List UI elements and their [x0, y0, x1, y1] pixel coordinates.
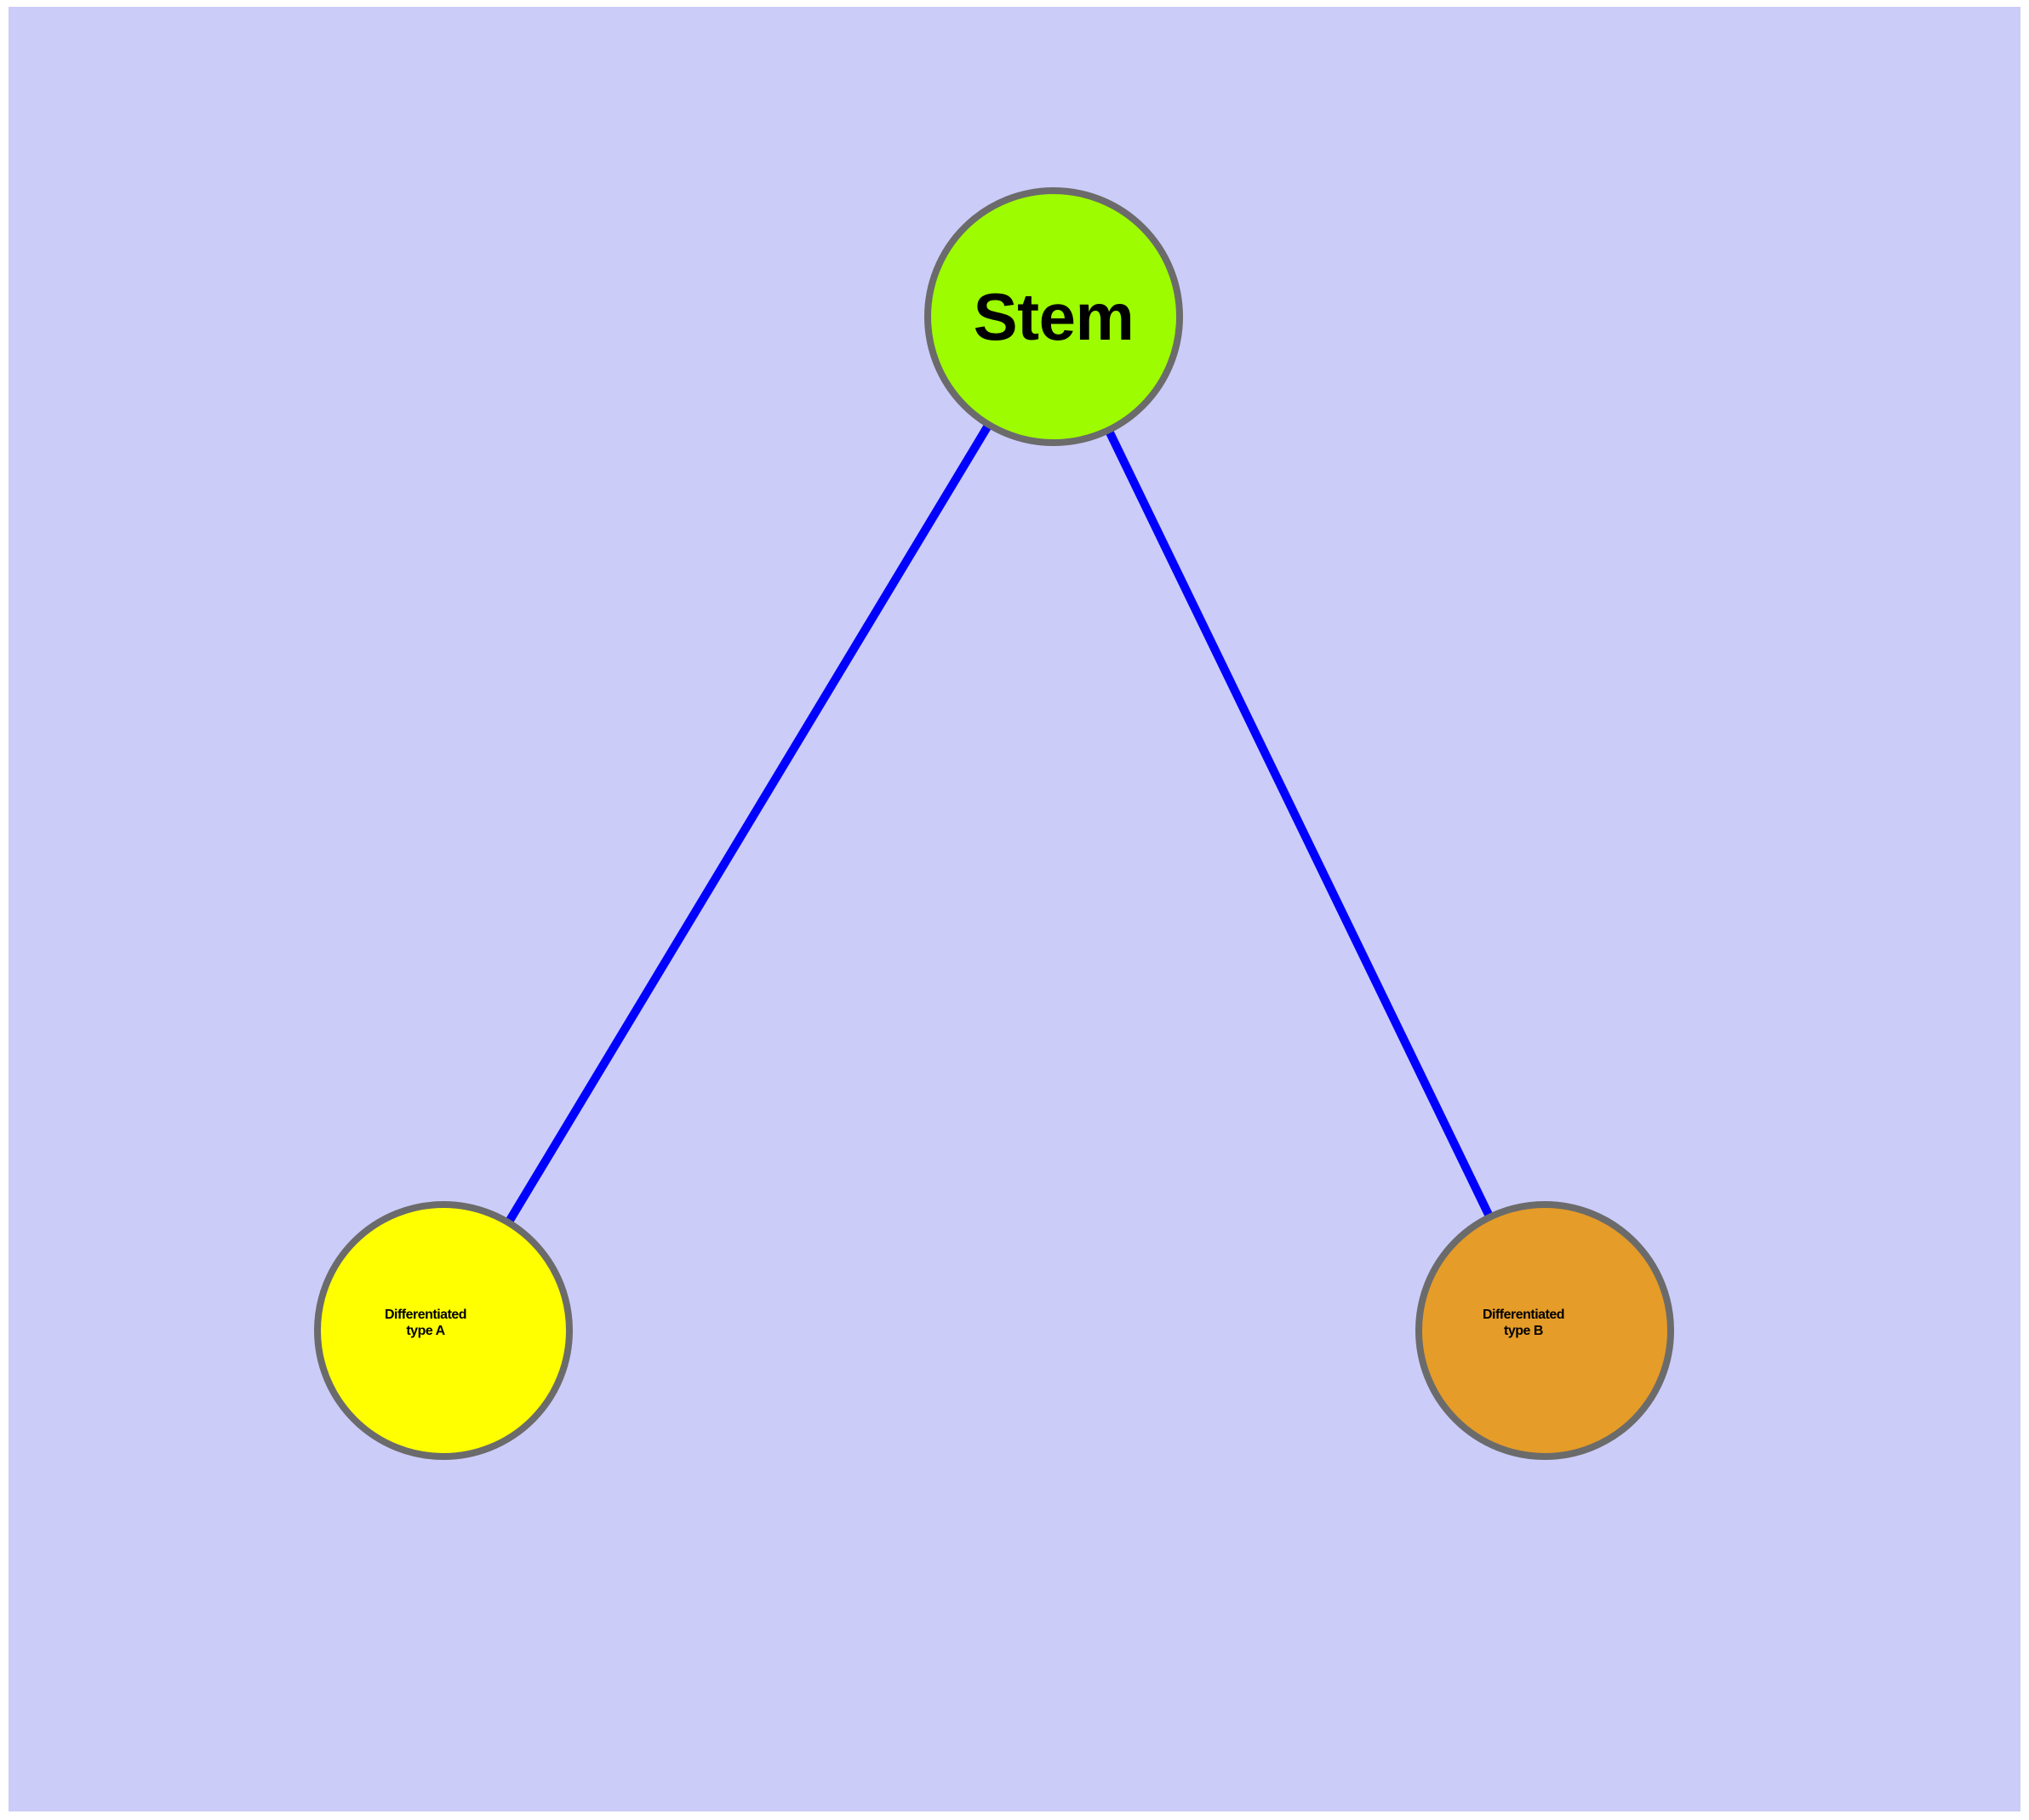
graph-node-stem[interactable]	[924, 187, 1183, 446]
node-layer	[314, 187, 1674, 1460]
graph-edge-stem-to-diff-b[interactable]	[1105, 429, 1494, 1218]
graph-edge-stem-to-diff-a[interactable]	[506, 423, 992, 1224]
graph-node-diff-a[interactable]	[314, 1201, 573, 1460]
edge-layer	[506, 423, 1494, 1224]
graph-node-diff-b[interactable]	[1415, 1201, 1674, 1460]
